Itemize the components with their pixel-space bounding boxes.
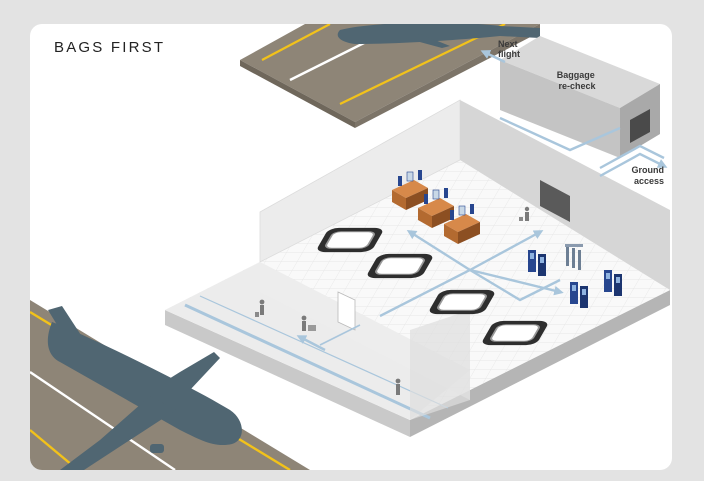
flow-arrow-icon (296, 229, 564, 352)
ground-access-label: Ground access (631, 165, 666, 186)
baggage-recheck-label: Baggage re-check (557, 70, 598, 91)
upper-runway (240, 24, 540, 128)
airplane-icon (47, 306, 242, 470)
wall-opening (540, 180, 570, 222)
next-flight-label: Next flight (498, 39, 520, 59)
check-in-desk-icon (392, 170, 480, 244)
back-wall (260, 100, 460, 262)
diagram-title: BAGS FIRST (54, 39, 166, 56)
passenger-icon (255, 206, 530, 395)
curbside-walkway (165, 262, 470, 420)
baggage-carousel-icon (317, 227, 548, 346)
flow-arrow-icon (480, 50, 668, 178)
baggage-recheck-building (500, 36, 660, 158)
self-service-kiosk-icon (528, 244, 622, 308)
entrance-door (337, 291, 356, 331)
airplane-icon (337, 24, 540, 48)
